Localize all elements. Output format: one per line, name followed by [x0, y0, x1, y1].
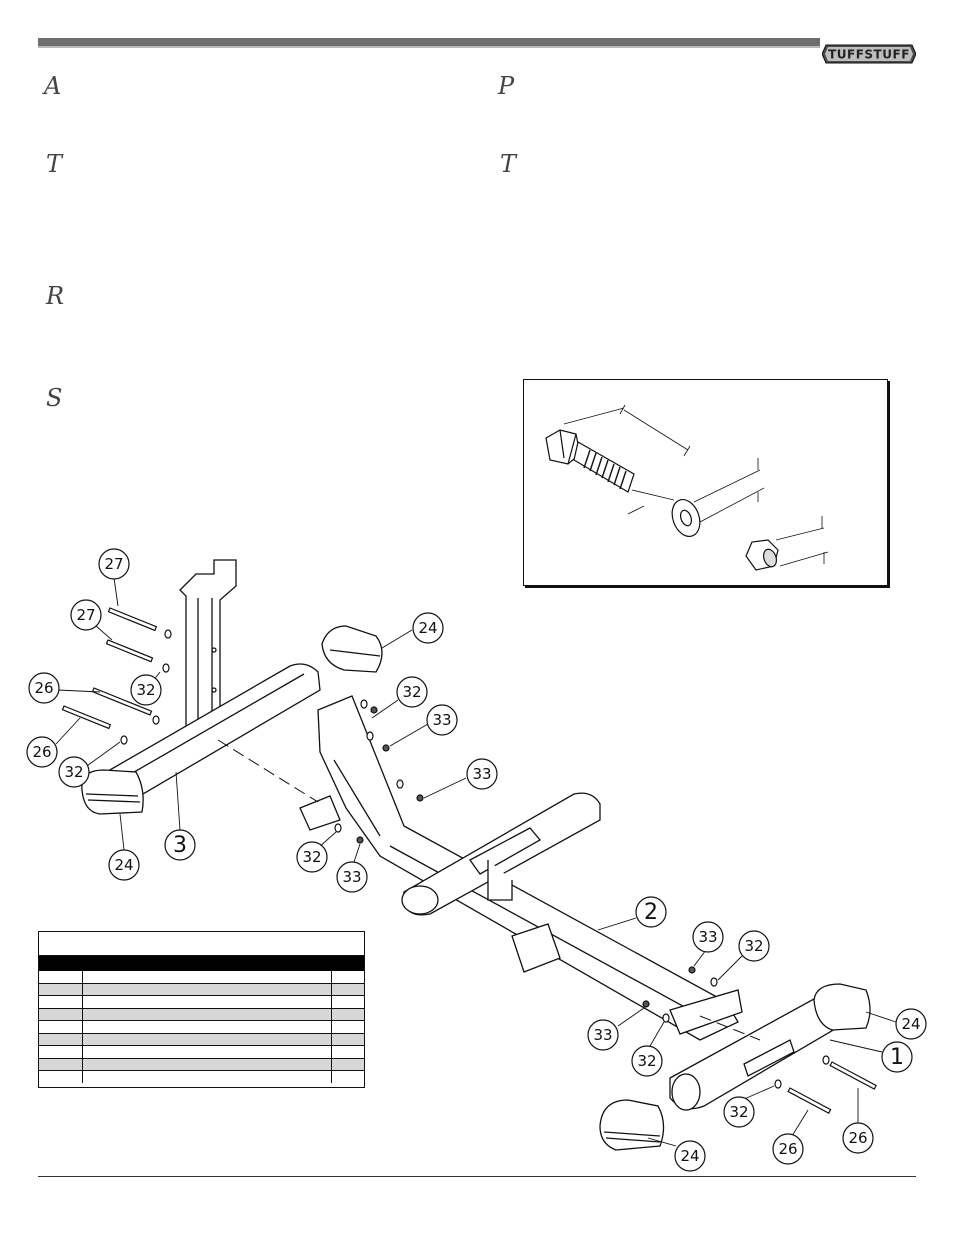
callout-circle: [108, 849, 140, 881]
callout-32: 32: [744, 937, 763, 955]
center-spine-tube: [317, 695, 739, 1041]
callout-32: 32: [402, 683, 421, 701]
section-initial-p: P: [498, 72, 515, 100]
spine-mount-bracket: [511, 923, 561, 973]
parts-table-header-row: [39, 956, 364, 971]
callout-24: 24: [114, 856, 133, 874]
callout-circle: [296, 841, 328, 873]
table-row: [39, 1058, 364, 1071]
callout-26: 26: [32, 743, 51, 761]
callout-24: 24: [418, 619, 437, 637]
callout-circle: [674, 1140, 706, 1172]
callout-32: 32: [302, 848, 321, 866]
logo-wordmark: TUFFSTUFF: [828, 48, 910, 62]
callout-circle: [26, 736, 58, 768]
bolt-26-upper: [91, 687, 153, 716]
callout-circle: [58, 756, 90, 788]
callout-33: 33: [472, 765, 491, 783]
callout-circle: [412, 612, 444, 644]
callout-circle: [842, 1122, 874, 1154]
callout-32: 32: [637, 1052, 656, 1070]
washer-illustration: [671, 458, 765, 537]
header-bar: [38, 38, 820, 46]
spine-bracket-front: [669, 989, 743, 1035]
table-row: [39, 983, 364, 996]
callout-32: 32: [64, 763, 83, 781]
footer-rule: [38, 1176, 916, 1177]
callout-26: 26: [778, 1140, 797, 1158]
callout-circle: [98, 548, 130, 580]
callout-26: 26: [34, 679, 53, 697]
bolt-26-front-a: [787, 1087, 832, 1114]
end-cap-front-left: [599, 1099, 665, 1151]
callout-circle: [587, 1019, 619, 1051]
header-bar-shadow: [38, 46, 820, 48]
callout-circle: [130, 674, 162, 706]
callout-circle: [635, 896, 667, 928]
table-row: [39, 1046, 364, 1059]
callout-33: 33: [698, 928, 717, 946]
callout-circle: [164, 829, 196, 861]
end-cap-rear-right: [321, 625, 383, 673]
section-initial-t-right: T: [500, 150, 517, 178]
parts-list-table: [38, 931, 365, 1088]
exploded-assembly-diagram: 27 27 26 26 32 32 24 24 3 32 33 33 32 33…: [26, 548, 927, 1172]
brand-logo: TUFFSTUFF: [822, 44, 916, 64]
parts-table-title-row: [39, 932, 364, 956]
bolt-illustration: [545, 404, 691, 515]
section-initial-a: A: [44, 72, 62, 100]
nut-illustration: [745, 516, 829, 571]
section-initial-s: S: [46, 384, 63, 412]
spine-bracket-rear: [299, 795, 341, 831]
callout-33: 33: [432, 711, 451, 729]
callout-circle: [895, 1008, 927, 1040]
callout-circle: [336, 861, 368, 893]
callout-3: 3: [173, 833, 187, 858]
table-row: [39, 1008, 364, 1021]
callout-circle: [466, 758, 498, 790]
bolt-26-front-b: [829, 1061, 877, 1090]
callout-2: 2: [644, 900, 658, 925]
table-row: [39, 996, 364, 1009]
callout-circle: [723, 1096, 755, 1128]
table-row: [39, 1021, 364, 1034]
end-cap-rear-left: [81, 769, 144, 815]
callout-27: 27: [76, 606, 95, 624]
callout-32: 32: [729, 1103, 748, 1121]
callout-circle: [396, 676, 428, 708]
callout-27: 27: [104, 555, 123, 573]
callout-26: 26: [848, 1129, 867, 1147]
bolt-27-lower: [105, 639, 154, 663]
callout-circle: [28, 672, 60, 704]
end-cap-front-right: [813, 983, 871, 1031]
callout-circle: [426, 704, 458, 736]
callout-32: 32: [136, 681, 155, 699]
callout-circle: [692, 921, 724, 953]
callout-24: 24: [901, 1015, 920, 1033]
table-row: [39, 1033, 364, 1046]
table-row: [39, 971, 364, 984]
section-initial-t: T: [46, 150, 63, 178]
callout-circle: [70, 599, 102, 631]
bolt-26-lower: [61, 705, 112, 730]
table-row: [39, 1071, 364, 1083]
callout-circle: [772, 1133, 804, 1165]
bolt-27-upper: [107, 607, 158, 632]
callout-circle: [631, 1045, 663, 1077]
callout-33: 33: [593, 1026, 612, 1044]
callout-33: 33: [342, 868, 361, 886]
callout-1: 1: [890, 1045, 904, 1070]
hardware-identification-box: [523, 379, 888, 586]
upright-post: [179, 559, 237, 739]
callout-circle: [738, 930, 770, 962]
section-initial-r: R: [46, 282, 65, 310]
callout-circle: [881, 1041, 913, 1073]
callout-24: 24: [680, 1147, 699, 1165]
